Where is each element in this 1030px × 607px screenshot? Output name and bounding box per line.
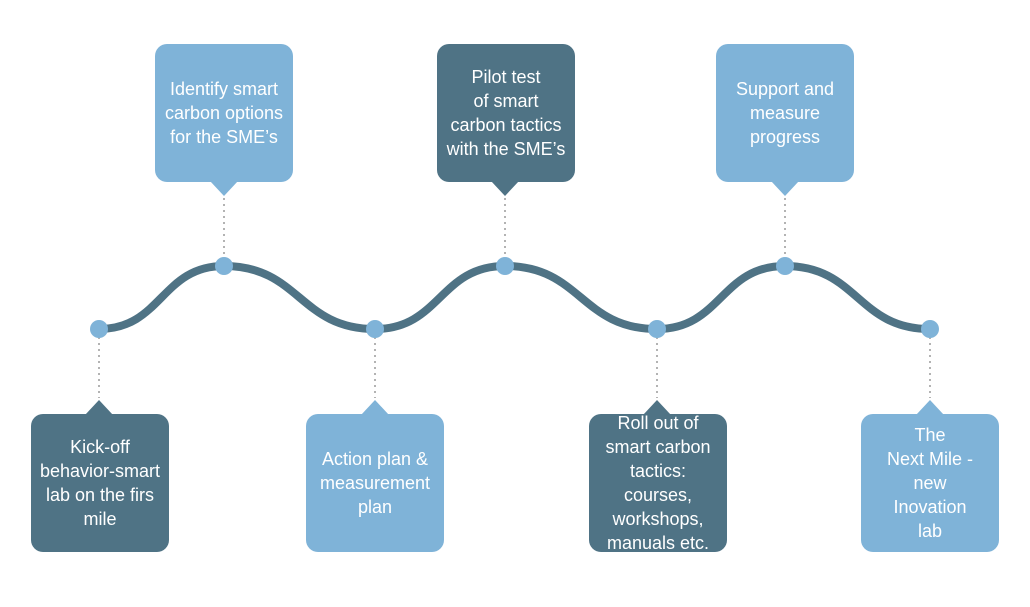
step-box-next-mile: The Next Mile - new Inovation lab — [861, 414, 999, 552]
dot-rollout — [648, 320, 666, 338]
dot-identify — [215, 257, 233, 275]
pointer-next-mile — [916, 400, 944, 415]
step-label-support: Support and measure progress — [735, 79, 835, 147]
step-label-identify: Identify smart carbon options for the SM… — [164, 79, 284, 147]
step-label-rollout: Roll out of smart carbon tactics: course… — [605, 413, 711, 553]
pointer-kickoff — [85, 400, 113, 415]
pointer-identify — [210, 181, 238, 196]
step-label-pilot: Pilot test of smart carbon tactics with … — [446, 67, 566, 159]
pointer-pilot — [491, 181, 519, 196]
step-box-support: Support and measure progress — [716, 44, 854, 182]
dot-pilot — [496, 257, 514, 275]
step-box-pilot: Pilot test of smart carbon tactics with … — [437, 44, 575, 182]
pointer-action-plan — [361, 400, 389, 415]
dot-support — [776, 257, 794, 275]
timeline-dots — [90, 257, 939, 338]
pointer-support — [771, 181, 799, 196]
connectors — [98, 198, 931, 398]
dot-next-mile — [921, 320, 939, 338]
pointer-rollout — [643, 400, 671, 415]
step-label-next-mile: The Next Mile - new Inovation lab — [886, 425, 973, 541]
step-box-rollout: Roll out of smart carbon tactics: course… — [589, 413, 727, 553]
dot-kickoff — [90, 320, 108, 338]
step-label-action-plan: Action plan & measurement plan — [319, 449, 431, 517]
dot-action-plan — [366, 320, 384, 338]
step-label-kickoff: Kick-off behavior-smart lab on the firs … — [39, 437, 161, 529]
step-box-identify: Identify smart carbon options for the SM… — [155, 44, 293, 182]
step-box-action-plan: Action plan & measurement plan — [306, 414, 444, 552]
box-pointers — [85, 181, 944, 415]
step-box-kickoff: Kick-off behavior-smart lab on the firs … — [31, 414, 169, 552]
wave-line — [95, 261, 934, 334]
